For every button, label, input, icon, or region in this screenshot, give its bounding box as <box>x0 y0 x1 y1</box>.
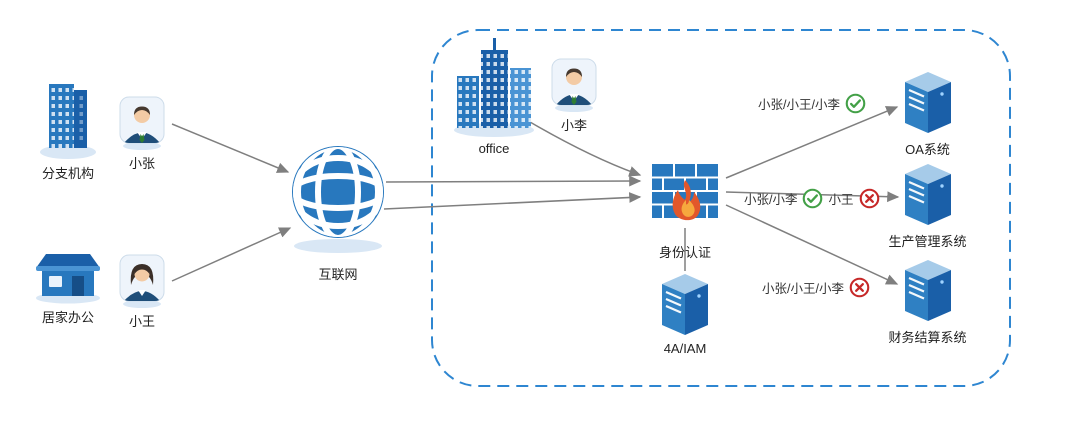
office-node: office <box>444 36 544 156</box>
home-store-icon <box>31 246 105 304</box>
server-icon <box>902 162 954 228</box>
finance-access-users: 小张/小王/小李 <box>762 282 844 296</box>
secure-zone-boundary <box>431 29 1011 387</box>
edge-internet-auth-2 <box>383 192 642 210</box>
prod-access-allowed-users: 小张/小李 <box>744 193 798 207</box>
prod-access-annotation: 小张/小李 小王 <box>744 188 880 209</box>
globe-icon <box>278 142 398 254</box>
check-circle-icon <box>802 188 823 209</box>
user-wang-node: 小王 <box>112 254 172 330</box>
internet-label: 互联网 <box>318 267 358 282</box>
identity-auth-label: 身份认证 <box>658 245 711 260</box>
edge-zhang-internet <box>171 123 290 173</box>
city-buildings-icon <box>450 36 538 138</box>
server-icon <box>902 70 954 136</box>
edge-office-auth <box>529 121 642 177</box>
server-icon <box>902 258 954 324</box>
user-li-node: 小李 <box>544 58 604 134</box>
finance-system-node: 财务结算系统 <box>880 258 975 346</box>
edge-auth-finance <box>725 204 899 285</box>
edge-auth-oa <box>725 106 899 179</box>
prod-system-node: 生产管理系统 <box>880 162 975 250</box>
check-circle-icon <box>845 93 866 114</box>
branch-office-label: 分支机构 <box>41 166 94 181</box>
x-circle-icon <box>849 277 870 298</box>
finance-access-annotation: 小张/小王/小李 <box>762 277 870 298</box>
identity-auth-node: 身份认证 <box>642 152 728 261</box>
user-zhang-node: 小张 <box>112 96 172 172</box>
office-label: office <box>478 141 510 156</box>
branch-office-node: 分支机构 <box>16 78 120 182</box>
user-avatar-icon <box>116 254 168 308</box>
home-office-node: 居家办公 <box>14 246 122 326</box>
user-li-label: 小李 <box>560 118 587 133</box>
x-circle-icon <box>859 188 880 209</box>
oa-system-label: OA系统 <box>905 142 950 157</box>
iam-server-node: 4A/IAM <box>652 272 718 356</box>
office-building-icon <box>36 78 100 160</box>
user-zhang-label: 小张 <box>128 156 155 171</box>
iam-label: 4A/IAM <box>663 341 707 356</box>
oa-access-users: 小张/小王/小李 <box>758 98 840 112</box>
user-avatar-icon <box>548 58 600 112</box>
edge-wang-internet <box>171 227 292 282</box>
finance-system-label: 财务结算系统 <box>888 330 967 345</box>
server-icon <box>659 272 711 338</box>
home-office-label: 居家办公 <box>41 310 94 325</box>
internet-node: 互联网 <box>276 142 400 283</box>
prod-system-label: 生产管理系统 <box>888 234 967 249</box>
firewall-icon <box>647 152 723 234</box>
user-avatar-icon <box>116 96 168 150</box>
edge-internet-auth-1 <box>385 175 642 187</box>
oa-access-annotation: 小张/小王/小李 <box>758 93 866 114</box>
oa-system-node: OA系统 <box>880 70 975 158</box>
user-wang-label: 小王 <box>128 314 155 329</box>
prod-access-denied-users: 小王 <box>828 193 854 207</box>
